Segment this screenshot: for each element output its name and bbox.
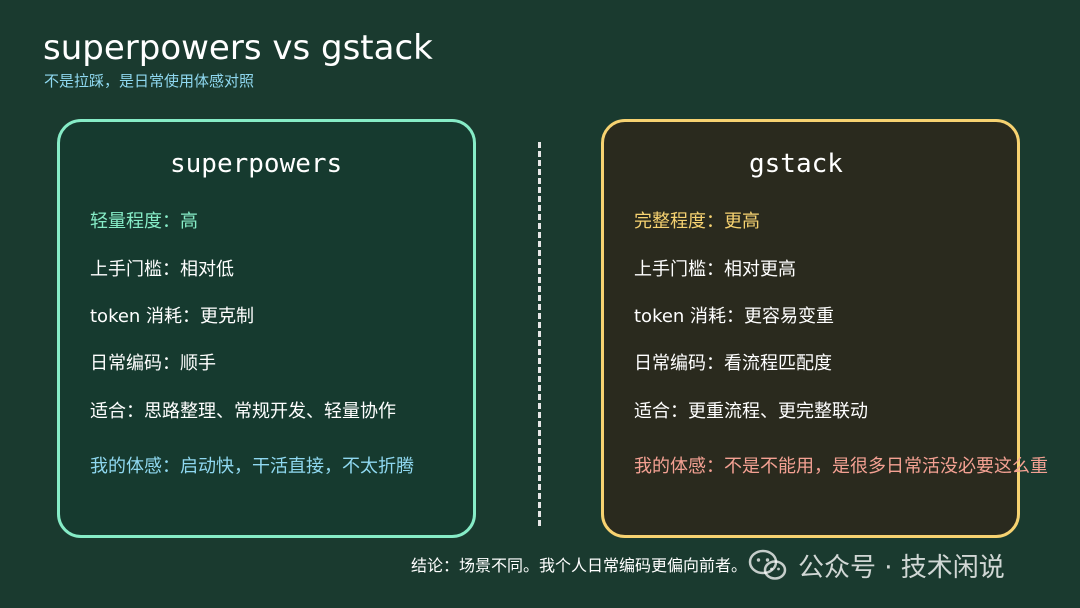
watermark-text: 公众号 · 技术闲说: [798, 552, 1005, 583]
superpowers-lightness-row: 轻量程度：高: [90, 211, 198, 232]
gstack-daily-coding-row: 日常编码：看流程匹配度: [634, 353, 832, 374]
gstack-card-title: gstack: [749, 149, 843, 179]
gstack-barrier-row: 上手门槛：相对更高: [634, 259, 796, 280]
superpowers-card: superpowers 轻量程度：高 上手门槛：相对低 token 消耗：更克制…: [57, 119, 476, 538]
wechat-icon: [748, 549, 787, 580]
gstack-card: gstack 完整程度：更高 上手门槛：相对更高 token 消耗：更容易变重 …: [601, 119, 1048, 538]
superpowers-barrier-row: 上手门槛：相对低: [90, 259, 234, 280]
superpowers-daily-coding-row: 日常编码：顺手: [90, 353, 216, 374]
superpowers-suitable-row: 适合：思路整理、常规开发、轻量协作: [90, 401, 396, 422]
gstack-suitable-row: 适合：更重流程、更完整联动: [634, 401, 868, 422]
gstack-token-row: token 消耗：更容易变重: [634, 306, 835, 327]
gstack-feeling-row: 我的体感：不是不能用，是很多日常活没必要这么重: [634, 456, 1048, 477]
gstack-completeness-row: 完整程度：更高: [634, 211, 760, 232]
center-divider: [538, 142, 541, 526]
page-title: superpowers vs gstack: [43, 28, 433, 68]
superpowers-feeling-row: 我的体感：启动快，干活直接，不太折腾: [90, 456, 414, 477]
conclusion-text: 结论：场景不同。我个人日常编码更偏向前者。: [411, 556, 748, 575]
superpowers-token-row: token 消耗：更克制: [90, 306, 255, 327]
wechat-watermark: 公众号 · 技术闲说: [748, 548, 1005, 583]
superpowers-card-title: superpowers: [170, 149, 343, 179]
page-subtitle: 不是拉踩，是日常使用体感对照: [44, 72, 255, 90]
